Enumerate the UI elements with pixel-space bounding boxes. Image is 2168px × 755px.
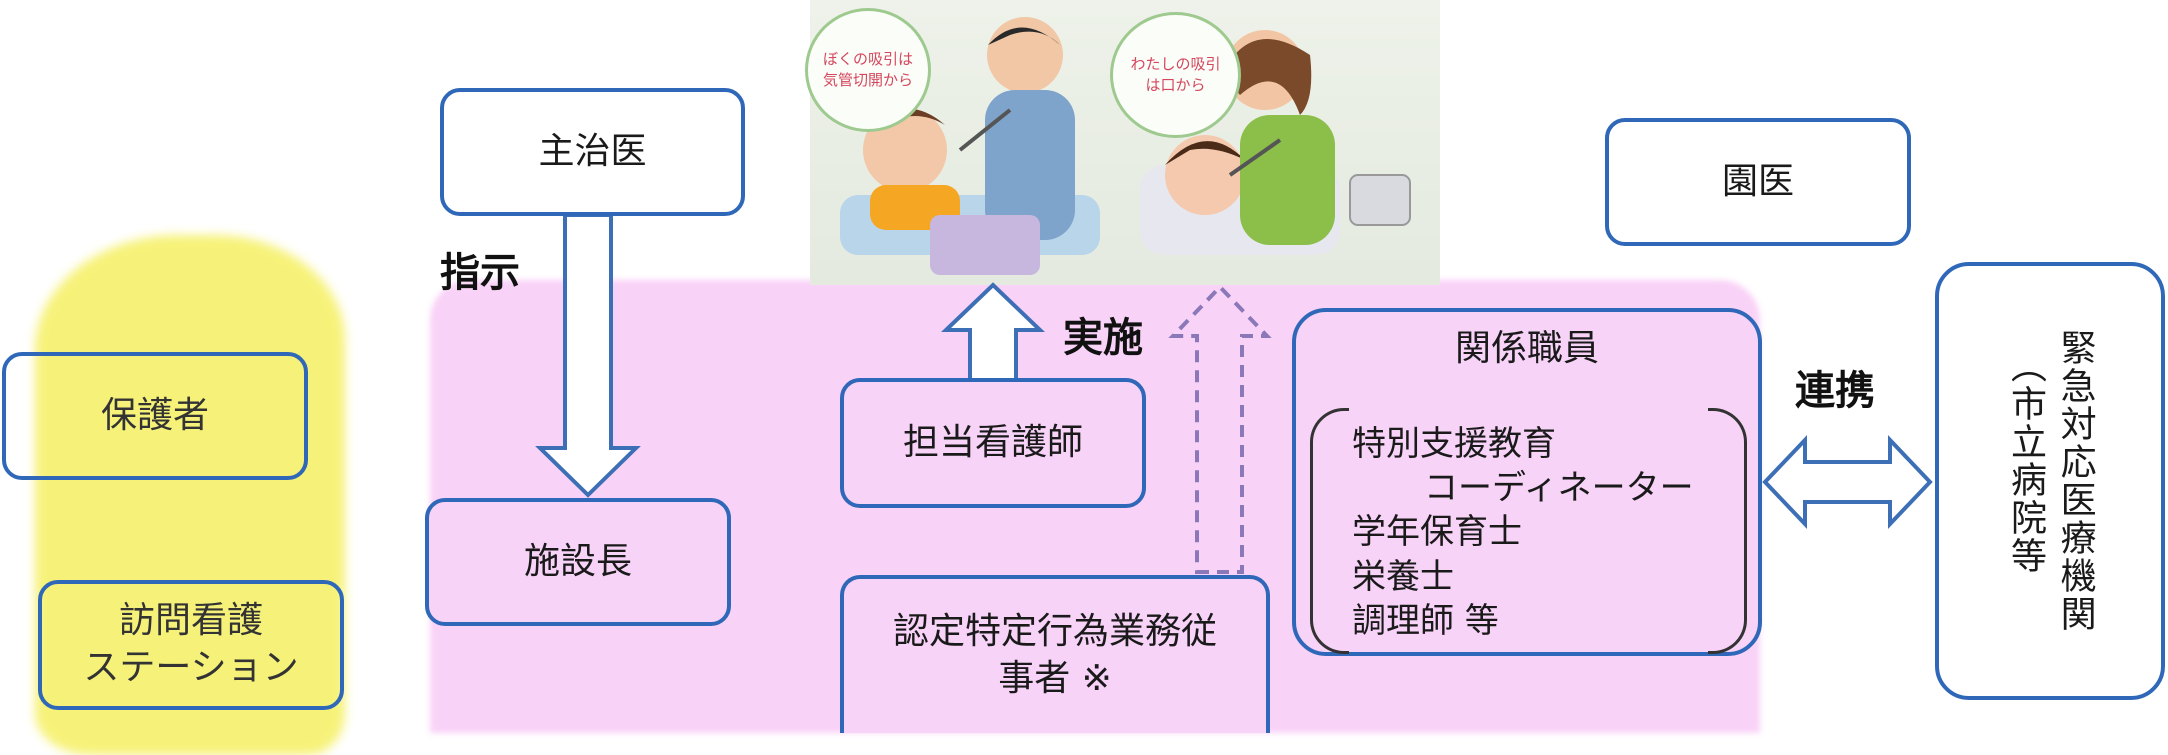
instruction-label: 指示 (440, 250, 520, 296)
facility-director-label: 施設長 (523, 540, 632, 582)
right-bracket (1708, 408, 1747, 654)
left-bracket (1310, 408, 1349, 654)
related-staff-list: 特別支援教育 コーディネーター 学年保育士 栄養士 調理師 等 (1352, 422, 1694, 643)
assigned-nurse-label: 担当看護師 (902, 421, 1083, 463)
visiting-nurse-label-line2: ステーション (83, 647, 299, 688)
emergency-hospital-label: 緊急対応医療機関 (2054, 329, 2096, 633)
kindergarten-doctor-box: 園医 (1605, 118, 1911, 246)
speech-bubble-right-text: わたしの吸引は口から (1130, 55, 1221, 94)
staff-item: 調理師 等 (1352, 600, 1499, 641)
guardian-box: 保護者 (2, 352, 308, 480)
staff-item: 学年保育士 (1352, 512, 1522, 553)
implementation-arrow (941, 282, 1045, 382)
staff-item: 栄養士 (1352, 556, 1454, 597)
emergency-hospital-box: 緊急対応医療機関 （市立病院等 (1935, 262, 2165, 700)
attending-doctor-label: 主治医 (538, 130, 647, 172)
staff-item: 特別支援教育 (1352, 424, 1556, 464)
related-staff-title: 関係職員 (1454, 328, 1599, 369)
implementation-dashed-arrow (1168, 284, 1272, 574)
instruction-arrow (535, 213, 641, 498)
diagram-arrows (535, 213, 1933, 574)
attending-doctor-box: 主治医 (440, 88, 745, 216)
speech-bubble-left-text: ぼくの吸引は気管切開から (822, 50, 913, 89)
assigned-nurse-box: 担当看護師 (840, 378, 1146, 508)
staff-item: コーディネーター (1424, 468, 1694, 509)
family-area-highlight (35, 235, 345, 755)
implementation-label: 実施 (1063, 315, 1143, 361)
certified-worker-label-line2: 事者 ※ (998, 658, 1112, 699)
facility-director-box: 施設長 (425, 498, 731, 626)
speech-bubble-right: わたしの吸引は口から (1110, 12, 1241, 138)
certified-worker-box: 認定特定行為業務従 事者 ※ (840, 575, 1270, 733)
related-staff-box: 関係職員 特別支援教育 コーディネーター 学年保育士 栄養士 調理師 等 (1292, 308, 1762, 656)
kindergarten-doctor-label: 園医 (1721, 160, 1794, 202)
cooperation-arrow (1762, 435, 1933, 529)
certified-worker-label-line1: 認定特定行為業務従 (892, 611, 1217, 653)
suction-care-illustration: ぼくの吸引は気管切開から わたしの吸引は口から (805, 0, 1440, 285)
visiting-nurse-station-box: 訪問看護 ステーション (38, 580, 344, 710)
speech-bubble-left: ぼくの吸引は気管切開から (805, 8, 931, 132)
visiting-nurse-label-line1: 訪問看護 (118, 600, 263, 642)
cooperation-label: 連携 (1795, 368, 1875, 414)
emergency-hospital-sublabel: （市立病院等 (2005, 347, 2046, 575)
guardian-label: 保護者 (100, 394, 209, 436)
